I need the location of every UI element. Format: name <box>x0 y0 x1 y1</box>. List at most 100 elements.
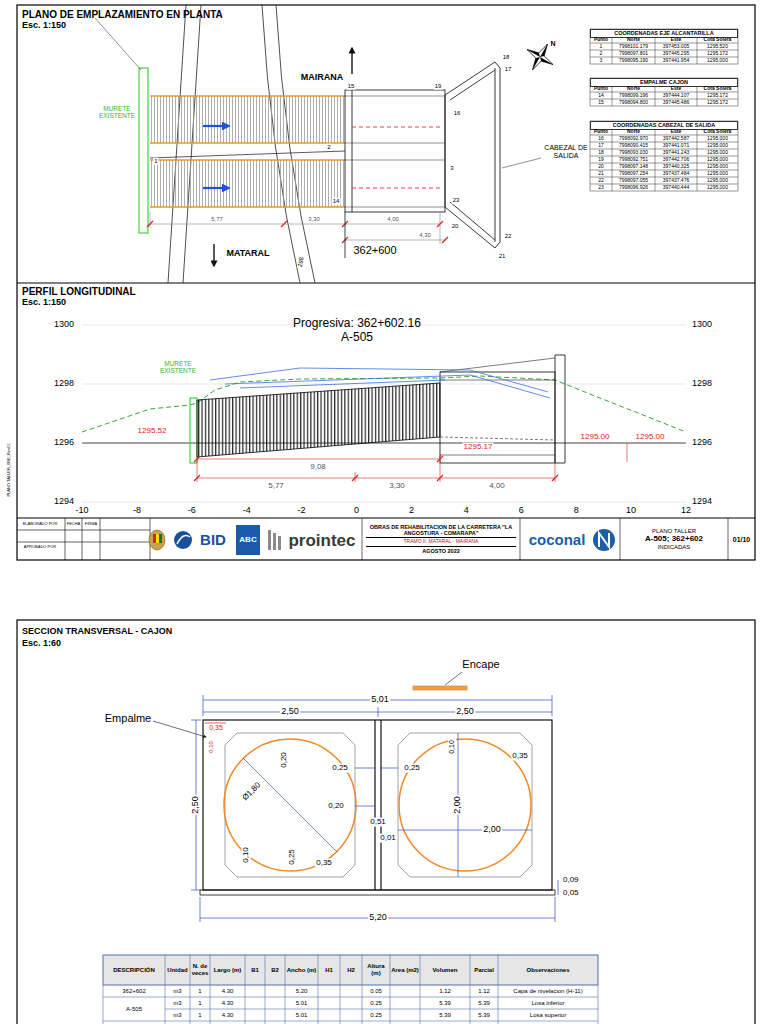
coordinate-table <box>697 85 698 106</box>
box-heading: COORDENADAS EJE ALCANTARILLA <box>614 30 713 36</box>
table-cell: 397440.444 <box>663 185 689 191</box>
leader-line <box>153 721 206 737</box>
dimension-line <box>191 720 201 721</box>
table-cell: 14 <box>598 93 604 99</box>
dimension: 0,35 <box>209 724 223 732</box>
table-cell: 1295.172 <box>707 100 728 106</box>
box-heading: EMPALME CAJON <box>640 79 688 85</box>
box-text: TRAMO II: MATARAL - MAIRANA <box>366 537 516 547</box>
coordinate-table <box>655 36 656 64</box>
dimension: 0,01 <box>379 834 397 843</box>
hidden-line <box>352 127 440 188</box>
point-number: 1 <box>153 158 158 165</box>
dimension-tick <box>194 475 200 481</box>
file-name: PLANO TALLER_0RE_Rev01 <box>7 443 11 496</box>
dimension-line <box>378 707 379 717</box>
coat-of-arms <box>149 530 165 550</box>
dimension: 2,00 <box>482 825 502 835</box>
table-cell: 1.12 <box>439 988 451 995</box>
dimension-tick <box>352 475 358 481</box>
station-label: 362+600 <box>353 244 396 256</box>
axis-tick: -2 <box>298 506 306 516</box>
quantity-table <box>420 955 421 1024</box>
callout-text: Empalme <box>105 712 151 724</box>
table-header-cell: Parcial <box>471 967 497 974</box>
outlet-headwall <box>445 62 500 248</box>
box-culvert <box>345 96 445 97</box>
box-section <box>200 890 555 895</box>
culvert-barrel <box>150 96 345 207</box>
title-block-grid <box>520 518 521 560</box>
note-text: MURETE EXISTENTE <box>156 360 200 374</box>
box-heading: COORDENADAS CABEZAL DE SALIDA <box>613 122 716 128</box>
table-cell: 397441.071 <box>663 143 689 149</box>
table-cell: 7998097.148 <box>619 164 648 170</box>
table-header-cell: Este <box>671 129 682 135</box>
dimension-tick <box>281 221 287 227</box>
dimension: 0,35 <box>315 859 333 868</box>
coordinate-table <box>612 36 613 64</box>
inner-cell <box>225 733 355 877</box>
box-text: A-505; 362+602 <box>645 534 703 543</box>
box-text: INDICADAS <box>658 544 691 551</box>
sheet-number: 01/10 <box>733 536 751 544</box>
flow-arrow <box>203 126 229 188</box>
quantity-table <box>103 997 598 998</box>
point-number: 2 <box>326 144 331 151</box>
quantity-table <box>103 955 598 985</box>
table-header-cell: Norte <box>627 86 640 92</box>
dimension-line <box>197 443 627 482</box>
box-culvert <box>345 90 445 212</box>
dimension: 2,50 <box>191 795 201 815</box>
table-cell: 1295.000 <box>707 185 728 191</box>
axis-tick: 1296 <box>692 438 712 448</box>
outlet-headwall <box>495 68 496 242</box>
title-block-grid <box>17 530 150 531</box>
road-edge <box>168 5 315 283</box>
leader-line <box>445 672 462 685</box>
table-cell: 397445.486 <box>663 100 689 106</box>
logo-text: ABC <box>239 536 256 545</box>
table-cell: Losa superior <box>530 1012 566 1019</box>
title-block-grid <box>82 518 83 560</box>
box-section <box>200 720 555 895</box>
table-cell: 1295.000 <box>707 143 728 149</box>
culvert-barrel <box>150 96 345 143</box>
station-mark <box>345 212 346 258</box>
coordinate-table <box>590 29 738 64</box>
table-cell: 1295.172 <box>707 93 728 99</box>
profile-grid <box>82 325 686 502</box>
leader-line <box>95 18 141 70</box>
abc-logo <box>236 525 260 555</box>
table-cell: 7998090.415 <box>619 143 648 149</box>
table-cell: 1295.000 <box>707 58 728 64</box>
elevation: 1295.17 <box>463 443 494 452</box>
table-header-cell: Norte <box>627 129 640 135</box>
profile-grid <box>82 384 686 385</box>
north-arrow <box>520 37 561 78</box>
encape-strip <box>413 686 467 690</box>
box-section <box>203 720 552 890</box>
table-cell: 1295.172 <box>707 51 728 57</box>
dimension-line <box>381 768 398 769</box>
culvert-profile <box>197 383 440 457</box>
table-cell: 397453.005 <box>663 44 689 50</box>
table-cell: Losa inferior <box>531 1000 564 1007</box>
box-section <box>380 720 381 890</box>
coordinate-table <box>590 29 738 191</box>
box-section <box>374 720 375 890</box>
dimension: 5,77 <box>211 216 223 223</box>
dimension: 0,25 <box>288 848 297 866</box>
table-header-cell: H2 <box>341 967 361 974</box>
point-number: 20 <box>451 223 460 230</box>
table-cell: 4.30 <box>222 1000 234 1007</box>
outlet-headwall <box>450 202 495 240</box>
table-cell: 16 <box>598 136 604 142</box>
table-cell: 7998092.970 <box>619 136 648 142</box>
table-cell: 397442.587 <box>663 136 689 142</box>
title-block-text: ELABORADO POR <box>23 522 58 526</box>
table-header-cell: Punto <box>594 37 608 43</box>
pipe-outline <box>150 206 345 207</box>
table-cell: Capa de nivelacion (H-11) <box>513 988 582 995</box>
